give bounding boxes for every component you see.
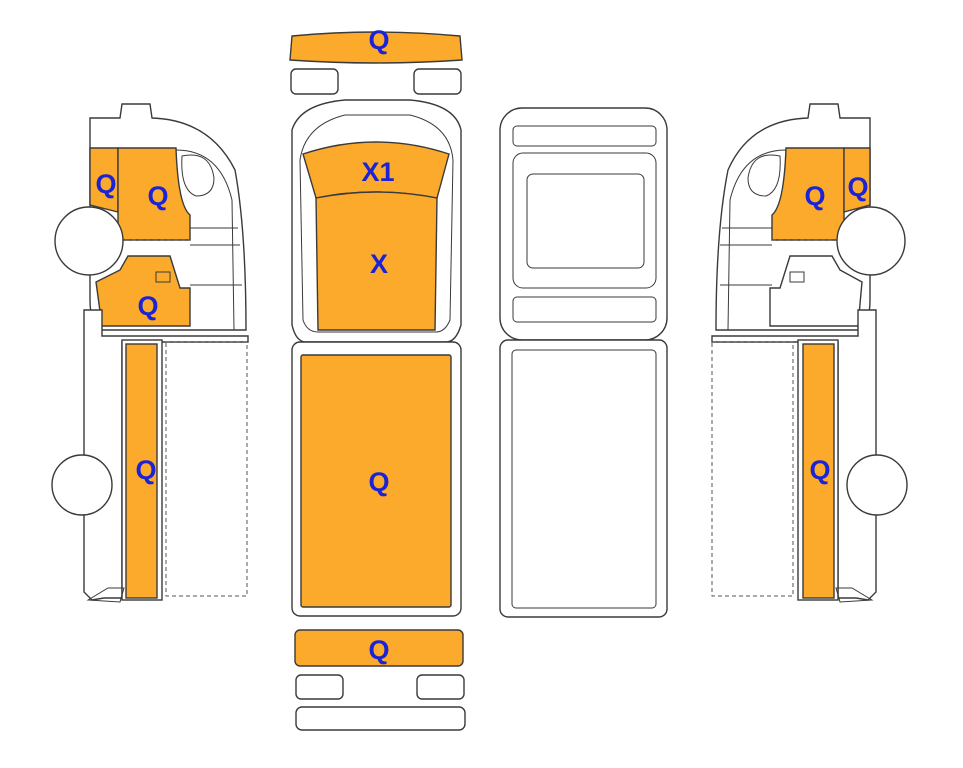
left-door-rear-zone[interactable] — [117, 147, 191, 241]
plan-view — [499, 107, 668, 618]
right-side-panel-zone[interactable] — [802, 343, 835, 599]
right-door-rear-zone[interactable] — [771, 147, 845, 241]
label-front-bumper: Q — [368, 25, 389, 55]
rear-bumper-zone[interactable] — [294, 629, 464, 667]
left-side-view — [51, 103, 249, 603]
label-right-door-rear: Q — [804, 181, 825, 211]
right-step — [835, 587, 874, 603]
label-roof: Q — [368, 467, 389, 497]
label-left-lower-panel: Q — [137, 291, 158, 321]
plan-window — [526, 173, 645, 269]
right-mirror — [747, 154, 781, 197]
left-mirror — [181, 154, 215, 197]
zone-labels: Q X1 X Q Q Q Q Q Q Q Q Q — [95, 25, 868, 665]
label-hood: X — [370, 249, 388, 279]
right-side-view — [711, 103, 908, 603]
label-windshield: X1 — [361, 157, 394, 187]
right-headlight — [413, 68, 462, 95]
left-front-wheel — [54, 206, 124, 276]
plan-bottom-bar — [512, 296, 657, 323]
left-window-line — [175, 149, 235, 331]
rear-step — [295, 706, 466, 731]
left-side-panel-zone[interactable] — [125, 343, 158, 599]
left-lower-panel-zone[interactable] — [95, 255, 191, 327]
label-left-side-panel: Q — [135, 455, 156, 485]
left-step — [86, 587, 125, 603]
cab-inner-line — [299, 114, 454, 333]
plan-window-frame — [512, 152, 657, 289]
hood-zone[interactable] — [315, 191, 438, 331]
plan-cargo-inner — [511, 349, 657, 609]
right-lower-panel — [769, 255, 863, 327]
right-front-wheel — [836, 206, 906, 276]
front-bumper-zone[interactable] — [289, 31, 463, 64]
plan-cab-outline — [499, 107, 668, 341]
right-taillight — [416, 674, 465, 700]
roof-zone[interactable] — [300, 354, 452, 608]
right-window-line — [727, 149, 787, 331]
label-rear-bumper: Q — [368, 635, 389, 665]
label-left-door-rear: Q — [147, 181, 168, 211]
right-cargo-outline — [711, 309, 877, 601]
right-cargo-dashed — [711, 341, 794, 597]
right-door-front-zone[interactable] — [843, 147, 871, 213]
left-cargo-dashed — [165, 341, 248, 597]
plan-cargo-outline — [499, 339, 668, 618]
label-right-side-panel: Q — [809, 455, 830, 485]
left-handle — [155, 271, 171, 283]
label-right-door-front: Q — [847, 172, 868, 202]
plan-top-bar — [512, 125, 657, 147]
label-left-door-front: Q — [95, 169, 116, 199]
left-cargo-outline — [83, 309, 249, 601]
left-taillight — [295, 674, 344, 700]
right-rear-wheel — [846, 454, 908, 516]
left-headlight — [290, 68, 339, 95]
right-handle — [789, 271, 805, 283]
top-view — [289, 31, 466, 731]
left-rear-wheel — [51, 454, 113, 516]
